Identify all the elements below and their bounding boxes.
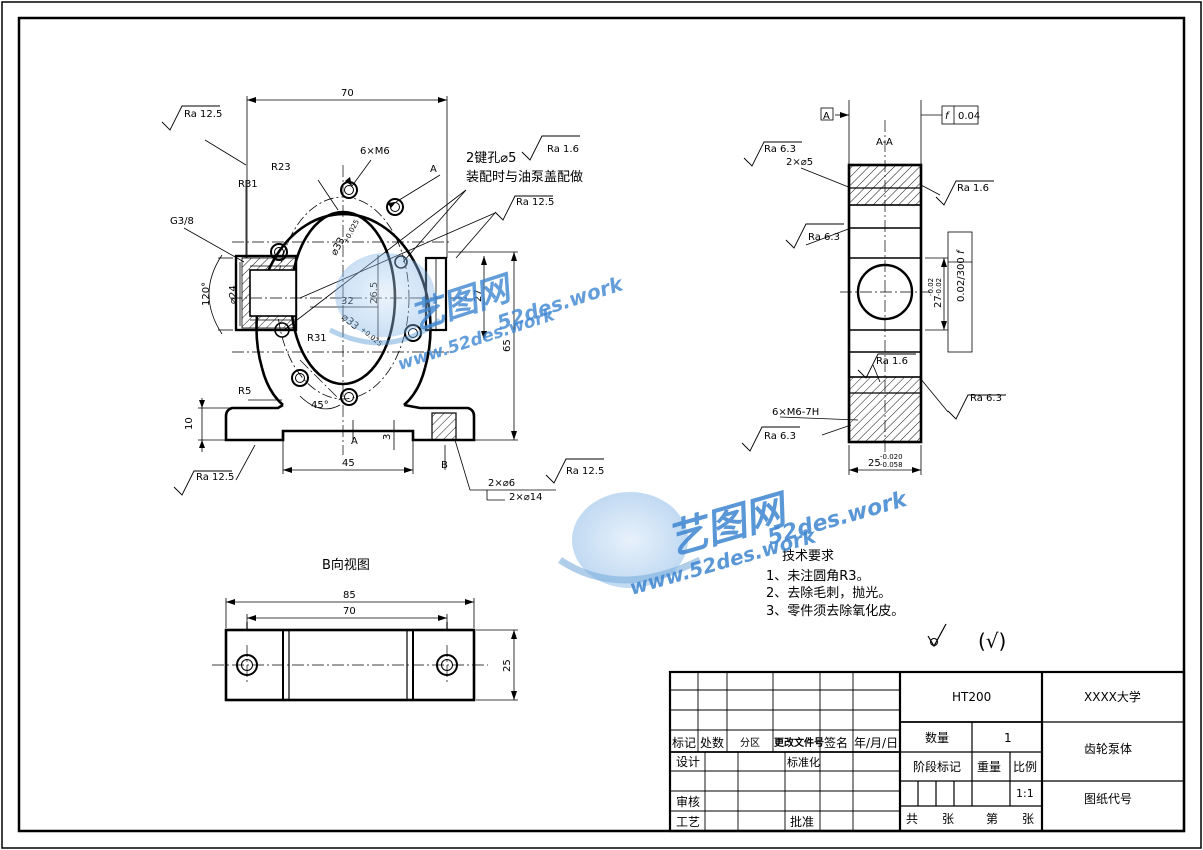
dim-25-tol-up: -0.020 [880, 453, 903, 461]
dim-6xm6: 6×M6 [360, 146, 390, 157]
b-view [212, 598, 518, 702]
sheet-number-unit: 张 [1022, 812, 1034, 826]
inner-border [17, 16, 1186, 833]
dim-r31-inner: R31 [307, 333, 327, 344]
dim-27-tol-up: -0.02 [927, 278, 935, 296]
dim-25-tol-down: -0.058 [880, 461, 903, 469]
total-sheets-label: 共 [906, 812, 918, 826]
row-process: 工艺 [676, 815, 700, 829]
section-view-labels: A-A A f 0.04 Ra 6.3 2×⌀5 Ra 1.6 Ra 6.3 2… [764, 111, 1002, 469]
section-title: A-A [876, 137, 893, 148]
row-review: 审核 [676, 794, 700, 809]
dim-45: 45 [342, 458, 355, 469]
part-name: 齿轮泵体 [1084, 742, 1132, 756]
title-block [668, 670, 1186, 833]
dim-45deg: 45° [311, 400, 329, 411]
scale-label: 比例 [1013, 760, 1037, 774]
section-mark-a-top: A [430, 164, 437, 175]
dim-25-b: 25 [502, 659, 513, 672]
tech-requirements: 技术要求 1、未注圆角R3。 2、去除毛刺，抛光。 3、零件须去除氧化皮。 [766, 549, 904, 619]
quantity-value: 1 [1004, 731, 1012, 745]
key-hole-note: 2键孔⌀5 [466, 151, 516, 166]
dim-25-section: 25 [868, 458, 881, 469]
total-sheets-unit: 张 [942, 812, 954, 826]
stage-label: 阶段标记 [913, 759, 961, 774]
general-roughness-icon [927, 623, 947, 648]
dim-65: 65 [502, 339, 513, 352]
roughness-key: Ra 1.6 [547, 144, 579, 155]
dim-2xdia6: 2×⌀6 [488, 478, 515, 489]
dim-27-tol-down: -0.02 [935, 278, 943, 296]
weight-label: 重量 [977, 760, 1001, 774]
row-design: 设计 [676, 755, 700, 769]
col-sign: 签名 [824, 735, 848, 750]
b-view-labels: B向视图 85 70 25 [322, 557, 513, 672]
roughness-note: (√) [978, 629, 1006, 653]
row-standard: 标准化 [787, 755, 820, 769]
sheet-number-label: 第 [986, 812, 998, 826]
dim-r31-top: R31 [238, 179, 258, 190]
dim-r5: R5 [238, 386, 251, 397]
dim-2xdia14: 2×⌀14 [509, 492, 543, 503]
col-date: 年/月/日 [854, 736, 898, 750]
title-block-labels: HT200 XXXX大学 齿轮泵体 图纸代号 数量 1 阶段标记 重量 比例 1… [672, 689, 1141, 829]
view-arrow-b: B [441, 460, 448, 471]
front-view [161, 96, 604, 501]
dim-dia33-tol-top: +0.025 [342, 218, 361, 245]
flatness-value: 0.04 [958, 111, 980, 122]
quantity-label: 数量 [925, 730, 949, 745]
row-approve: 批准 [790, 814, 814, 829]
key-assembly-note: 装配时与油泵盖配做 [466, 170, 583, 185]
roughness-section-bottom-left: Ra 6.3 [764, 431, 796, 442]
flatness-value-2: 0.02/300 [956, 257, 967, 302]
flatness-symbol: f [945, 111, 950, 122]
dim-r23: R23 [271, 162, 291, 173]
dim-120deg: 120° [201, 282, 212, 306]
roughness-bottom-right: Ra 12.5 [566, 466, 604, 477]
dim-2xdia5: 2×⌀5 [786, 157, 813, 168]
section-mark-a-bottom: A [351, 436, 358, 447]
dim-27-section: 27 [933, 295, 944, 308]
roughness-mid: Ra 12.5 [516, 197, 554, 208]
dim-27: 27 [473, 289, 484, 302]
dim-6xm6-7h: 6×M6-7H [772, 407, 819, 418]
drawing-number: 图纸代号 [1084, 792, 1132, 806]
roughness-top-left: Ra 12.5 [184, 109, 222, 120]
dim-3: 3 [382, 434, 393, 440]
section-view [741, 100, 1006, 475]
dim-85: 85 [343, 590, 356, 601]
roughness-section-top: Ra 6.3 [764, 144, 796, 155]
roughness-section-right: Ra 6.3 [970, 393, 1002, 404]
col-mark: 标记 [672, 736, 696, 750]
dim-10: 10 [184, 417, 195, 430]
roughness-section-left: Ra 6.3 [808, 232, 840, 243]
tech-req-item: 3、零件须去除氧化皮。 [766, 604, 904, 619]
roughness-bottom-left: Ra 12.5 [196, 472, 234, 483]
watermark-logo-1 [328, 253, 442, 346]
datum-a: A [823, 111, 830, 122]
flatness-symbol-2: f [956, 249, 967, 254]
tech-req-title: 技术要求 [782, 549, 834, 564]
tech-req-item: 1、未注圆角R3。 [766, 569, 870, 584]
dim-70: 70 [341, 88, 354, 99]
watermark-logo-2 [558, 492, 702, 588]
dim-g38: G3/8 [170, 216, 194, 227]
roughness-section-bottom: Ra 1.6 [876, 356, 908, 367]
school-name: XXXX大学 [1084, 689, 1141, 704]
roughness-section-right-top: Ra 1.6 [957, 183, 989, 194]
material: HT200 [952, 690, 991, 704]
tech-req-item: 2、去除毛刺，抛光。 [766, 586, 891, 601]
b-view-title: B向视图 [322, 557, 370, 573]
col-count: 处数 [700, 735, 724, 750]
col-change-doc: 更改文件号 [774, 736, 824, 749]
dim-dia24: ⌀24 [228, 285, 239, 304]
scale-value: 1:1 [1016, 787, 1034, 800]
dim-70-b: 70 [343, 606, 356, 617]
col-zone: 分区 [740, 737, 760, 749]
